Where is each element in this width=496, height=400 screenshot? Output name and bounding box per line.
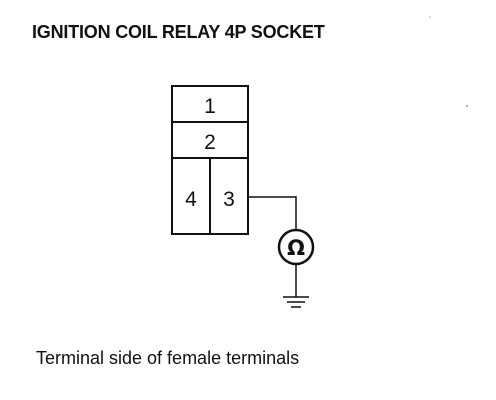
socket-connector: 1 2 4 3 xyxy=(171,85,249,235)
ohmmeter-icon: Ω xyxy=(277,228,315,266)
terminal-4-label: 4 xyxy=(185,188,197,211)
diagram-caption: Terminal side of female terminals xyxy=(36,348,300,368)
terminal-3-label: 3 xyxy=(223,188,235,211)
terminal-2-label: 2 xyxy=(204,131,216,154)
scan-speck xyxy=(429,16,431,18)
ohmmeter-symbol: Ω xyxy=(287,236,305,260)
diagram-title: IGNITION COIL RELAY 4P SOCKET xyxy=(32,22,325,42)
test-lead-wire xyxy=(248,196,297,230)
ground-icon xyxy=(283,296,309,308)
scan-speck xyxy=(466,105,468,107)
terminal-1-label: 1 xyxy=(204,95,216,118)
